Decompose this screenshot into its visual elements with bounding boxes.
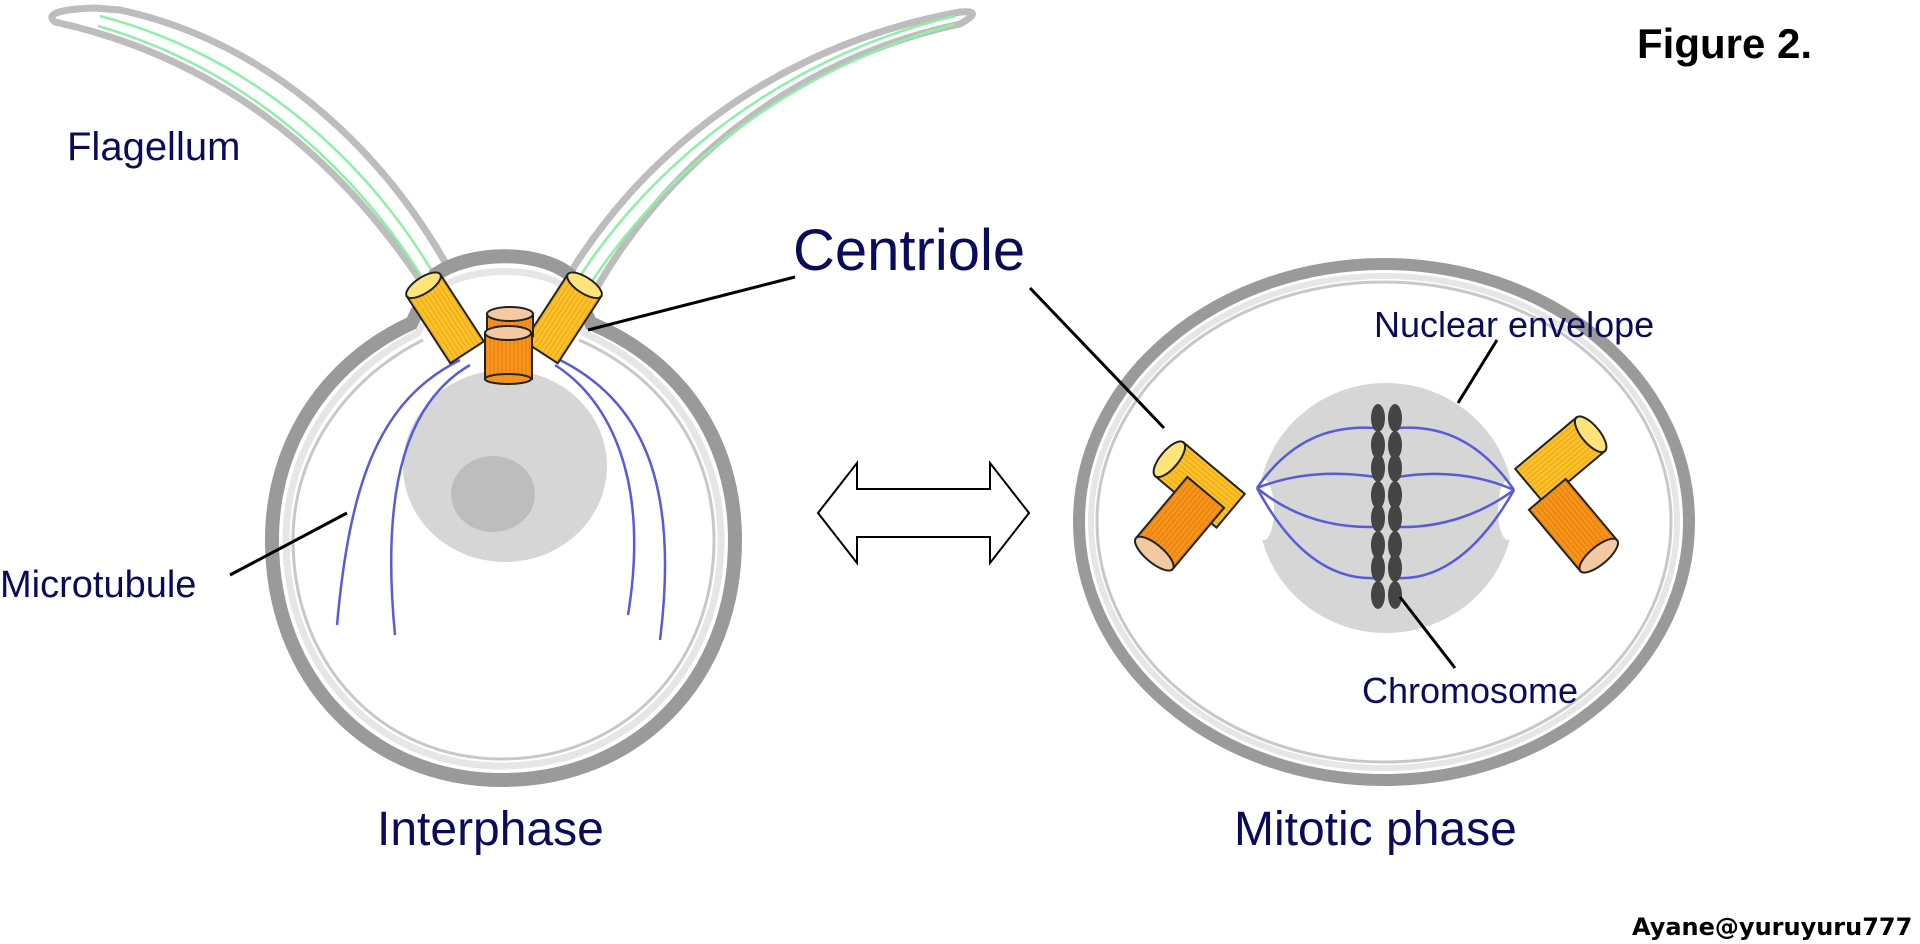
microtubule-label: Microtubule [0,564,196,606]
centriole-pair-right [1513,415,1619,574]
centriole-pair-interphase [405,271,603,385]
centriole-leader-line-left [587,275,796,332]
chromosome-leader-line [1398,596,1457,669]
bidirectional-arrow [816,460,1031,566]
microtubules [335,358,667,641]
mitotic-cell [1028,258,1695,786]
centriole-leader-line-right [1028,286,1166,430]
author-credit: Ayane@yuruyuru777 [1632,913,1912,941]
nucleolus [451,456,535,532]
nuclear-envelope [1258,383,1514,633]
figure-title: Figure 2. [1637,20,1812,67]
microtubule-leader-line [229,511,348,577]
centriole-pair-left [1134,440,1247,572]
mitotic-phase-label: Mitotic phase [1234,803,1517,856]
chromosomes [1371,404,1402,609]
flagellum-left [48,4,460,300]
interphase-label: Interphase [377,803,604,856]
flagellum-right [554,8,976,305]
chromosome-label: Chromosome [1362,670,1578,711]
nuclear-envelope-leader-line [1456,339,1499,404]
centriole-label: Centriole [793,218,1025,283]
interphase-cell [48,4,976,788]
flagellum-label: Flagellum [67,125,240,169]
spindle-microtubules [1255,426,1516,580]
nuclear-envelope-label: Nuclear envelope [1374,304,1654,345]
